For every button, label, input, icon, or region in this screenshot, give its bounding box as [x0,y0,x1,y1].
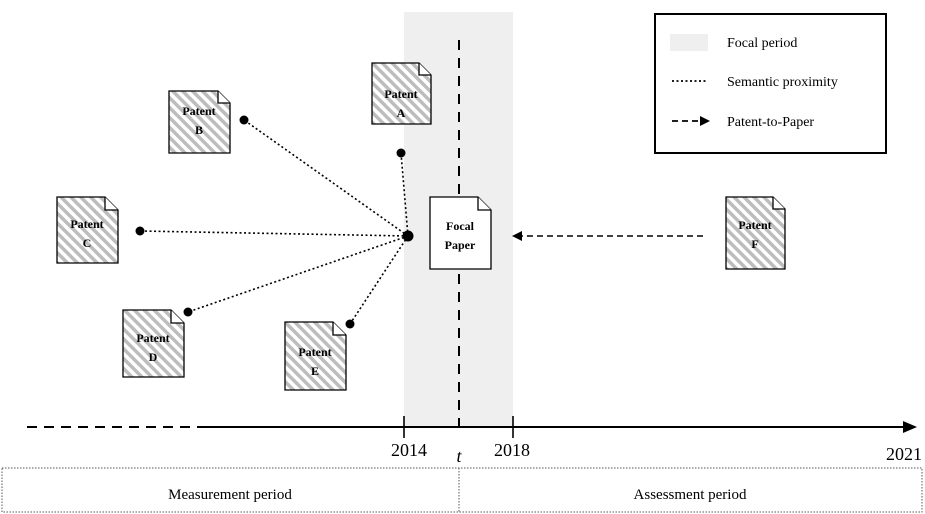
patent-c-doc: Patent C [56,196,119,264]
patent-e-doc: Patent E [284,321,347,391]
patent-b-label-line1: Patent [182,104,215,118]
patent-e-label-line2: E [311,364,319,378]
year-2021-label: 2021 [886,444,922,464]
focal-paper-label-line2: Paper [445,238,476,252]
period-box-outline [1,467,923,513]
patent-a-label-line1: Patent [384,87,417,101]
dot-e [345,319,355,329]
patent-e-label-line1: Patent [298,345,331,359]
patent-c-label-line2: C [83,236,92,250]
assessment-period-label: Assessment period [634,487,747,503]
proximity-line-c [139,230,409,237]
year-2014-label: 2014 [391,440,427,460]
semantic-proximity-lines [139,119,409,325]
dot-a [396,148,406,158]
patent-b-label-line2: B [195,123,203,137]
period-boxes: Measurement period Assessment period [1,467,923,513]
proximity-line-e [349,235,409,325]
patent-f-label-line2: F [751,237,758,251]
patent-a-label-line2: A [397,106,406,120]
legend-focal-period-label: Focal period [727,36,797,51]
dot-c [135,226,145,236]
timeline-axis: 2014 t 2018 2021 [27,416,922,466]
focal-paper-doc: Focal Paper [429,196,492,270]
proximity-line-d [187,235,409,313]
legend: Focal period Semantic proximity Patent-t… [654,13,887,154]
proximity-line-b [243,119,409,237]
legend-focal-swatch [670,34,708,51]
patent-c-label-line1: Patent [70,217,103,231]
patent-b-doc: Patent B [168,90,231,154]
focal-dot [402,230,414,242]
proximity-line-a [400,152,409,237]
patent-d-label-line1: Patent [136,331,169,345]
patent-d-label-line2: D [149,350,158,364]
t-label: t [456,446,462,466]
patent-f-doc: Patent F [725,196,786,270]
dot-b [239,115,249,125]
legend-patent-to-paper-label: Patent-to-Paper [727,115,814,130]
dot-d [183,307,193,317]
patent-a-doc: Patent A [371,62,432,125]
patent-f-label-line1: Patent [738,218,771,232]
focal-paper-label-line1: Focal [446,219,475,233]
year-2018-label: 2018 [494,440,530,460]
legend-semantic-proximity-label: Semantic proximity [727,75,838,90]
measurement-period-label: Measurement period [168,487,292,503]
patent-d-doc: Patent D [122,309,185,378]
proximity-dots [135,115,414,329]
